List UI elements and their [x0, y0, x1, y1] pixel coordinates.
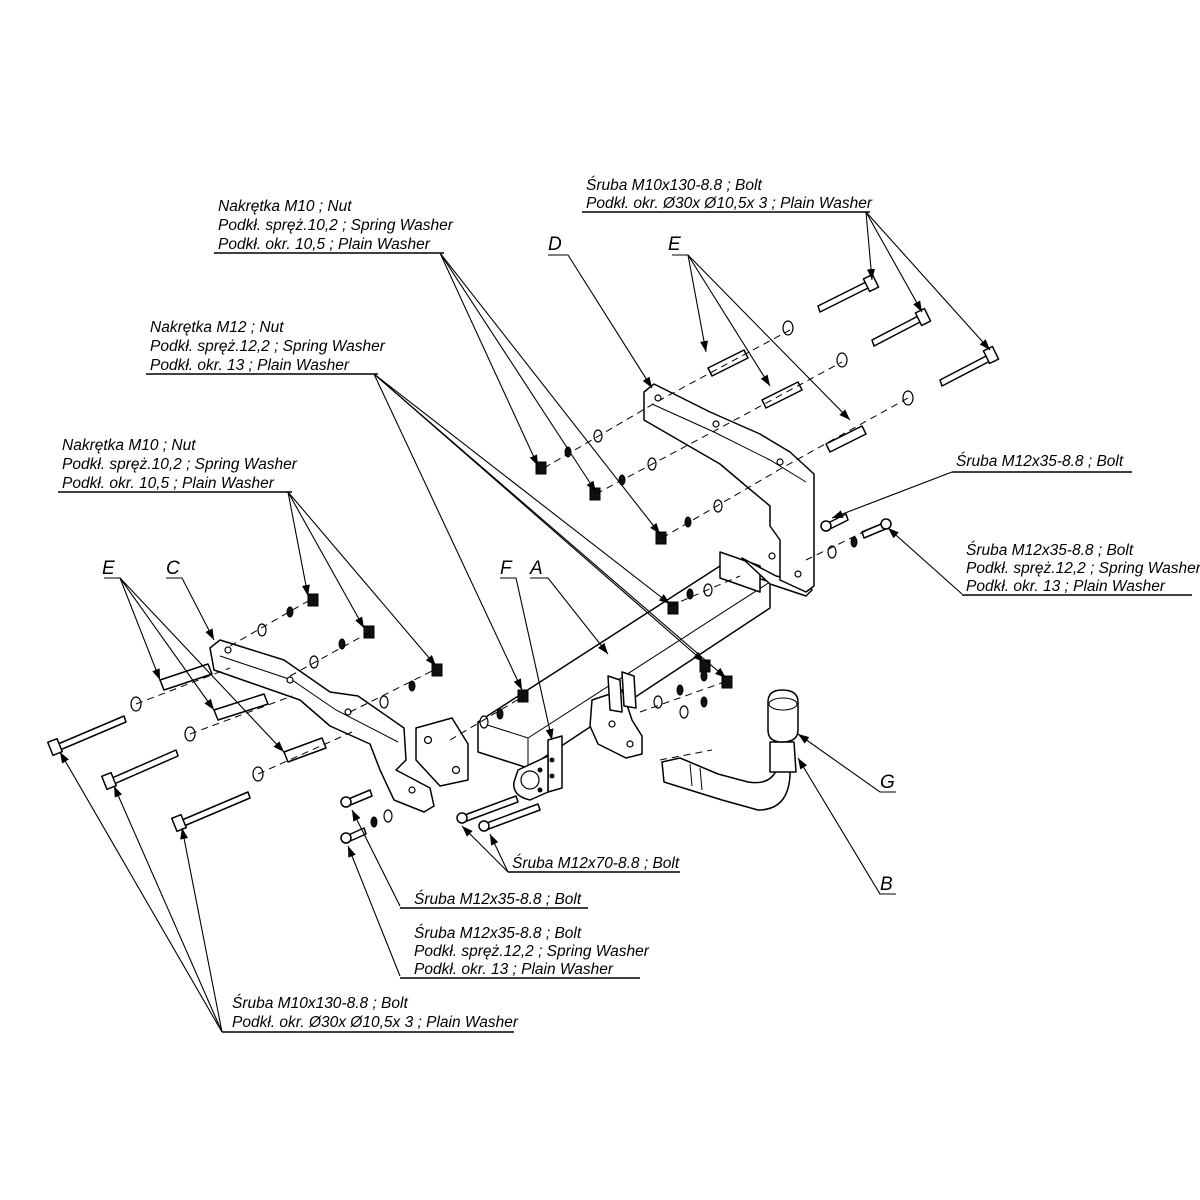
callout-line: Podkł. spręż.10,2 ; Spring Washer — [62, 456, 298, 473]
callout-line: Śruba M12x35-8.8 ; Bolt — [966, 541, 1134, 559]
socket-plate-part-f — [513, 735, 563, 801]
callout-line: Podkł. okr. 13 ; Plain Washer — [414, 961, 614, 978]
tow-ball-part-g — [767, 689, 799, 743]
part-label-c: C — [166, 558, 180, 579]
callout-bolt-m12x35-washers-right: Śruba M12x35-8.8 ; Bolt Podkł. spręż.12,… — [962, 541, 1200, 596]
callout-bolt-m12x70: Śruba M12x70-8.8 ; Bolt — [508, 854, 680, 873]
callout-nut-m10-left: Nakrętka M10 ; Nut Podkł. spręż.10,2 ; S… — [58, 437, 298, 493]
right-bracket-part-d — [643, 383, 815, 593]
callout-bolt-m10x130-bottom: Śruba M10x130-8.8 ; Bolt Podkł. okr. Ø30… — [222, 994, 519, 1033]
callout-line: Podkł. spręż.12,2 ; Spring Washer — [966, 560, 1200, 577]
long-bolts-right — [782, 273, 1000, 406]
callout-bolt-m12x35-bottom: Śruba M12x35-8.8 ; Bolt — [400, 890, 588, 909]
callout-line: Nakrętka M12 ; Nut — [150, 319, 284, 336]
part-label-e-left: E — [102, 558, 115, 579]
short-bolts — [340, 513, 892, 844]
callout-line: Podkł. spręż.12,2 ; Spring Washer — [150, 338, 386, 355]
callout-bolt-m10x130-top: Śruba M10x130-8.8 ; Bolt Podkł. okr. Ø30… — [582, 176, 873, 213]
cross-beam-part-a — [415, 551, 813, 787]
ball-bracket — [589, 671, 643, 759]
callout-line: Podkł. okr. 13 ; Plain Washer — [966, 578, 1166, 595]
callout-nut-m10-top: Nakrętka M10 ; Nut Podkł. spręż.10,2 ; S… — [214, 198, 454, 254]
part-label-e-right: E — [668, 234, 681, 255]
callout-line: Podkł. okr. 10,5 ; Plain Washer — [62, 475, 275, 492]
callout-line: Śruba M12x70-8.8 ; Bolt — [512, 854, 680, 872]
long-bolts-left — [46, 696, 264, 833]
callout-line: Podkł. okr. Ø30x Ø10,5x 3 ; Plain Washer — [232, 1014, 519, 1031]
part-label-b: B — [880, 874, 893, 895]
part-label-f: F — [500, 558, 513, 579]
callout-bolt-m12x35-washers-bottom: Śruba M12x35-8.8 ; Bolt Podkł. spręż.12,… — [400, 924, 650, 979]
part-label-g: G — [880, 772, 895, 793]
part-label-d: D — [548, 234, 562, 255]
left-bracket-part-c — [209, 639, 435, 813]
callout-line: Nakrętka M10 ; Nut — [62, 437, 196, 454]
callout-nut-m12: Nakrętka M12 ; Nut Podkł. spręż.12,2 ; S… — [146, 319, 386, 375]
callout-line: Podkł. okr. 10,5 ; Plain Washer — [218, 236, 431, 253]
callout-line: Śruba M10x130-8.8 ; Bolt — [586, 176, 762, 194]
nut-washer-stacks — [257, 429, 733, 729]
callout-line: Nakrętka M10 ; Nut — [218, 198, 352, 215]
callout-line: Podkł. spręż.10,2 ; Spring Washer — [218, 217, 454, 234]
callout-line: Śruba M12x35-8.8 ; Bolt — [414, 924, 582, 942]
callout-line: Podkł. spręż.12,2 ; Spring Washer — [414, 943, 650, 960]
callout-line: Śruba M10x130-8.8 ; Bolt — [232, 994, 408, 1012]
callout-line: Śruba M12x35-8.8 ; Bolt — [414, 890, 582, 908]
callout-line: Podkł. okr. 13 ; Plain Washer — [150, 357, 350, 374]
part-label-a: A — [529, 558, 543, 579]
leader-lines — [59, 211, 991, 1033]
callout-line: Podkł. okr. Ø30x Ø10,5x 3 ; Plain Washer — [586, 195, 873, 212]
callout-bolt-m12x35-right: Śruba M12x35-8.8 ; Bolt — [952, 452, 1132, 473]
callout-line: Śruba M12x35-8.8 ; Bolt — [956, 452, 1124, 470]
assembly-axes — [135, 329, 909, 775]
ball-neck-part-b — [661, 741, 797, 811]
